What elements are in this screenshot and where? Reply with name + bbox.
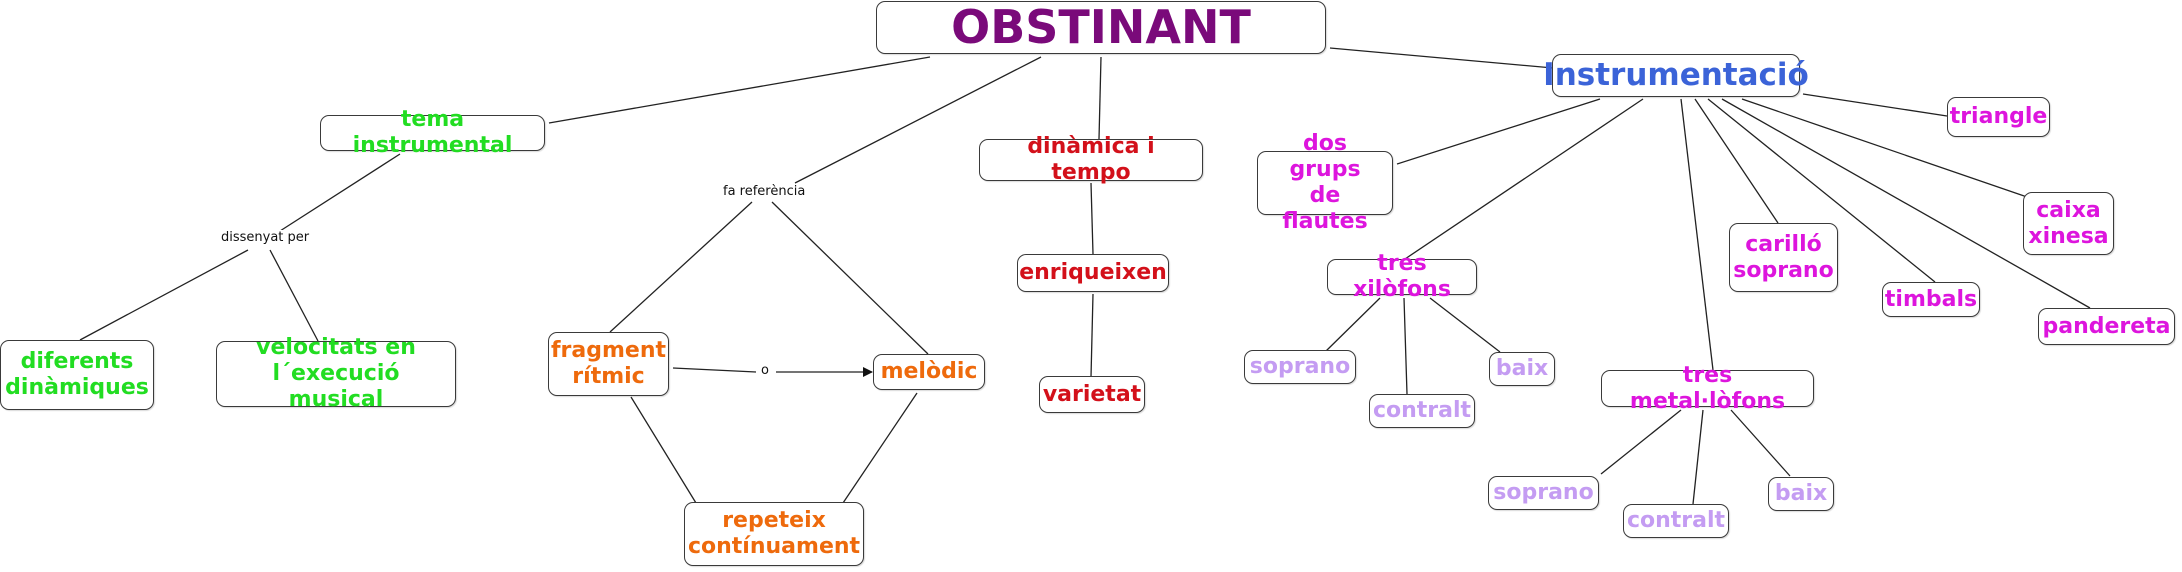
link-instr-timbals bbox=[1707, 98, 1936, 283]
node-dos-grups-flautes[interactable]: dos grups de flautes bbox=[1257, 131, 1393, 234]
link-tema-dissenyat bbox=[279, 153, 401, 232]
link-met-baix bbox=[1730, 409, 1791, 477]
node-melodic[interactable]: melòdic bbox=[873, 354, 985, 390]
link-instr-pandereta bbox=[1721, 98, 2091, 309]
link-melodic-repeteix bbox=[842, 392, 918, 504]
node-metallofon-contralt[interactable]: contralt bbox=[1623, 504, 1729, 538]
link-obstinant-instrumentacio bbox=[1329, 47, 1554, 69]
node-obstinant[interactable]: OBSTINANT bbox=[876, 0, 1326, 54]
node-pandereta[interactable]: pandereta bbox=[2038, 308, 2175, 345]
node-tres-metallofons[interactable]: tres metal·lòfons bbox=[1601, 363, 1814, 414]
node-tema-instrumental[interactable]: tema instrumental bbox=[320, 107, 545, 158]
node-varietat[interactable]: varietat bbox=[1039, 376, 1145, 413]
node-xilofon-contralt[interactable]: contralt bbox=[1369, 394, 1475, 428]
link-obstinant-tema bbox=[548, 56, 931, 124]
link-instr-caixa bbox=[1741, 98, 2031, 199]
node-instrumentacio[interactable]: Instrumentació bbox=[1543, 54, 1809, 97]
link-dinamica-enriqueixen bbox=[1090, 182, 1094, 255]
node-metallofon-soprano[interactable]: soprano bbox=[1488, 476, 1599, 510]
link-xil-baix bbox=[1429, 297, 1501, 353]
link-fragment-o bbox=[672, 367, 757, 373]
link-xil-contralt bbox=[1403, 297, 1408, 395]
link-enriqueixen-varietat bbox=[1090, 293, 1094, 378]
node-timbals[interactable]: timbals bbox=[1882, 282, 1980, 317]
link-obstinant-dinamica bbox=[1098, 56, 1102, 140]
link-met-contralt bbox=[1692, 409, 1704, 505]
node-diferents-dinamiques[interactable]: diferents dinàmiques bbox=[0, 340, 154, 410]
link-instr-xilofons bbox=[1404, 98, 1644, 260]
node-xilofon-baix[interactable]: baix bbox=[1489, 352, 1555, 386]
link-met-soprano bbox=[1600, 409, 1682, 475]
node-velocitats[interactable]: velocitats en l´execució musical bbox=[216, 335, 456, 412]
link-instr-metal bbox=[1680, 98, 1714, 371]
link-dissenyat-velocitats bbox=[269, 249, 319, 342]
link-label-dissenyat-per: dissenyat per bbox=[219, 230, 312, 245]
link-label-o: o bbox=[759, 363, 771, 378]
link-instr-carillo bbox=[1694, 98, 1779, 224]
link-label-fa-referencia: fa referència bbox=[721, 184, 808, 199]
link-instr-dosgrups bbox=[1396, 98, 1601, 165]
node-metallofon-baix[interactable]: baix bbox=[1768, 477, 1834, 511]
node-tres-xilofons[interactable]: tres xilòfons bbox=[1327, 251, 1477, 302]
node-fragment-ritmic[interactable]: fragment rítmic bbox=[548, 332, 669, 396]
node-caixa-xinesa[interactable]: caixa xinesa bbox=[2023, 192, 2114, 255]
link-dissenyat-diferents bbox=[79, 249, 249, 341]
link-fareferencia-melodic bbox=[771, 201, 929, 355]
link-obstinant-fareferencia bbox=[794, 56, 1042, 184]
node-dinamica-tempo[interactable]: dinàmica i tempo bbox=[979, 134, 1203, 185]
node-triangle[interactable]: triangle bbox=[1947, 97, 2050, 137]
node-carillo-soprano[interactable]: carilló soprano bbox=[1729, 223, 1838, 292]
link-instr-triangle bbox=[1802, 93, 1948, 117]
node-enriqueixen[interactable]: enriqueixen bbox=[1017, 254, 1169, 292]
link-fragment-repeteix bbox=[630, 396, 697, 504]
link-fareferencia-fragment bbox=[609, 201, 753, 333]
node-xilofon-soprano[interactable]: soprano bbox=[1244, 350, 1356, 384]
link-xil-soprano bbox=[1324, 297, 1381, 353]
node-repeteix[interactable]: repeteix contínuament bbox=[684, 502, 864, 566]
